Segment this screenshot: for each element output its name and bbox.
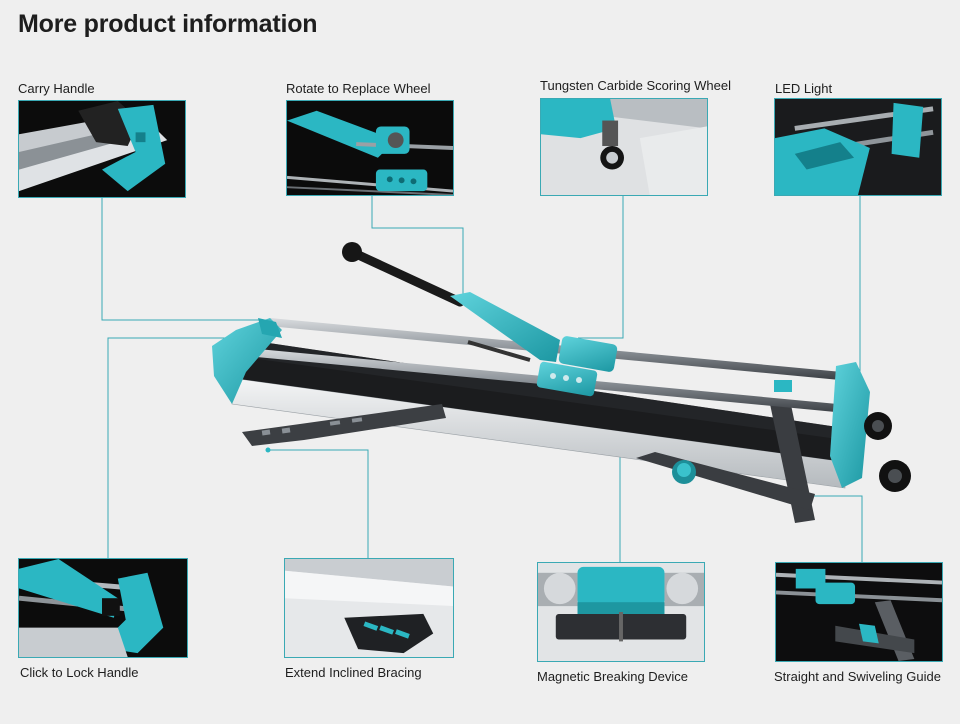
feature-label: Click to Lock Handle bbox=[20, 665, 139, 680]
feature-image-scoring-wheel bbox=[540, 98, 708, 196]
feature-label: Extend Inclined Bracing bbox=[285, 665, 422, 680]
page-title: More product information bbox=[18, 10, 318, 38]
feature-label: Straight and Swiveling Guide bbox=[774, 669, 941, 684]
feature-label: LED Light bbox=[775, 81, 833, 96]
feature-image-rotate-wheel bbox=[286, 100, 454, 196]
feature-image-inclined-bracing bbox=[284, 558, 454, 658]
feature-label: Carry Handle bbox=[18, 81, 95, 96]
feature-image-magnetic-breaking bbox=[537, 562, 705, 662]
feature-image-swiveling-guide bbox=[775, 562, 943, 662]
feature-image-led-light bbox=[774, 98, 942, 196]
feature-label: Rotate to Replace Wheel bbox=[286, 81, 431, 96]
feature-label: Tungsten Carbide Scoring Wheel bbox=[540, 78, 732, 93]
feature-image-lock-handle bbox=[18, 558, 188, 658]
feature-image-carry-handle bbox=[18, 100, 186, 198]
feature-label: Magnetic Breaking Device bbox=[537, 669, 689, 684]
